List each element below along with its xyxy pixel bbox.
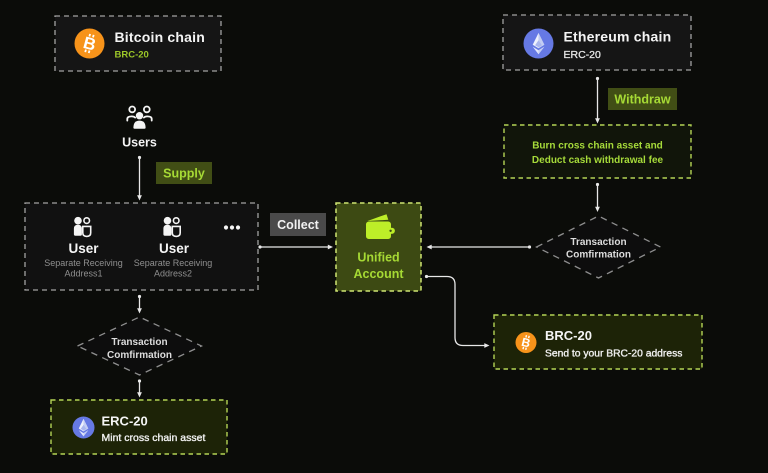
svg-text:Supply: Supply bbox=[163, 167, 205, 181]
svg-text:ERC-20: ERC-20 bbox=[564, 49, 602, 61]
svg-text:Address2: Address2 bbox=[154, 269, 192, 279]
svg-text:Ethereum chain: Ethereum chain bbox=[564, 29, 672, 45]
svg-text:Transaction: Transaction bbox=[111, 337, 167, 348]
svg-text:User: User bbox=[159, 241, 190, 256]
svg-text:Collect: Collect bbox=[277, 218, 320, 232]
svg-text:Separate Receiving: Separate Receiving bbox=[134, 258, 213, 268]
svg-text:BRC-20: BRC-20 bbox=[115, 50, 149, 61]
svg-text:Comfirmation: Comfirmation bbox=[566, 250, 631, 261]
svg-text:Separate Receiving: Separate Receiving bbox=[44, 258, 123, 268]
svg-text:User: User bbox=[68, 241, 99, 256]
svg-text:Withdraw: Withdraw bbox=[614, 93, 670, 107]
svg-text:Mint cross chain asset: Mint cross chain asset bbox=[102, 432, 206, 444]
svg-text:Deduct cash withdrawal fee: Deduct cash withdrawal fee bbox=[532, 155, 664, 166]
svg-text:BRC-20: BRC-20 bbox=[545, 328, 592, 343]
svg-text:Account: Account bbox=[354, 267, 405, 281]
svg-text:B: B bbox=[81, 33, 98, 55]
svg-text:Unified: Unified bbox=[357, 251, 399, 265]
svg-text:Comfirmation: Comfirmation bbox=[107, 350, 172, 361]
svg-text:ERC-20: ERC-20 bbox=[102, 414, 148, 429]
svg-text:Burn cross chain asset and: Burn cross chain asset and bbox=[532, 141, 663, 152]
svg-text:Send to your BRC-20 address: Send to your BRC-20 address bbox=[545, 349, 682, 360]
svg-text:Users: Users bbox=[122, 136, 157, 150]
svg-text:B: B bbox=[520, 335, 532, 351]
svg-text:Transaction: Transaction bbox=[570, 237, 626, 248]
svg-text:Address1: Address1 bbox=[64, 269, 102, 279]
svg-text:Bitcoin chain: Bitcoin chain bbox=[115, 29, 206, 45]
